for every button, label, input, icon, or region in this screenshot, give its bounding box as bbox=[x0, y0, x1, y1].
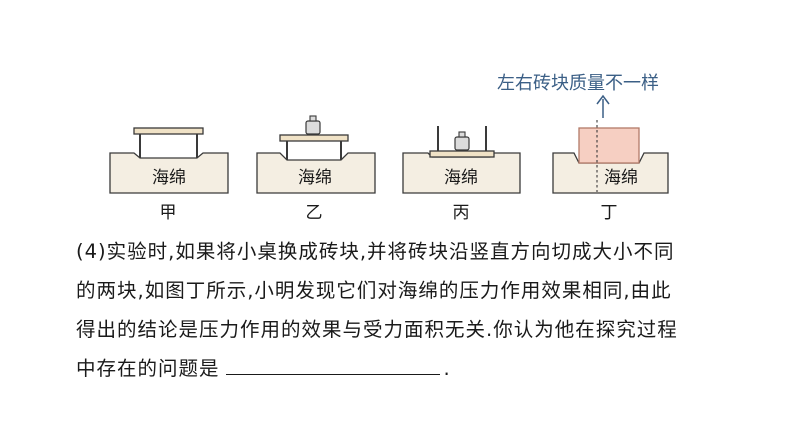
question-line-1: (4)实验时,如果将小桌换成砖块,并将砖块沿竖直方向切成大小不同 bbox=[76, 240, 675, 263]
sponge-jia bbox=[109, 152, 229, 194]
answer-blank[interactable] bbox=[225, 352, 440, 375]
panel-yi: 海绵 乙 bbox=[256, 115, 376, 223]
question-line-4: 中存在的问题是. bbox=[76, 349, 736, 388]
question-line-4-text: 中存在的问题是 bbox=[76, 357, 220, 380]
table-top-jia bbox=[133, 127, 204, 135]
annotation-arrowhead bbox=[596, 94, 610, 105]
sponge-label-ding: 海绵 bbox=[604, 168, 638, 188]
weight-knob bbox=[309, 115, 317, 122]
panel-ding: 海绵 丁 bbox=[552, 120, 669, 223]
caption-yi: 乙 bbox=[306, 203, 323, 223]
sponge-label-yi: 海绵 bbox=[298, 168, 332, 188]
weight-bing bbox=[454, 136, 470, 151]
question-line-3: 得出的结论是压力作用的效果与受力面积无关.你认为他在探究过程 bbox=[76, 318, 678, 341]
brick-ding bbox=[578, 127, 640, 164]
experiment-figure: 左右砖块质量不一样 海绵 甲 海绵 乙 海绵 丙 海绵 丁 bbox=[109, 73, 669, 223]
caption-ding: 丁 bbox=[601, 203, 618, 223]
caption-jia: 甲 bbox=[160, 203, 177, 223]
annotation-text: 左右砖块质量不一样 bbox=[497, 73, 659, 94]
caption-bing: 丙 bbox=[453, 203, 470, 223]
panel-bing: 海绵 丙 bbox=[402, 126, 521, 223]
question-line-2: 的两块,如图丁所示,小明发现它们对海绵的压力作用效果相同,由此 bbox=[76, 279, 672, 302]
sponge-label-bing: 海绵 bbox=[444, 168, 478, 188]
panel-jia: 海绵 甲 bbox=[109, 127, 229, 223]
weight-yi bbox=[305, 120, 321, 135]
question-4: (4)实验时,如果将小桌换成砖块,并将砖块沿竖直方向切成大小不同 的两块,如图丁… bbox=[76, 232, 736, 388]
sponge-label-jia: 海绵 bbox=[152, 168, 186, 188]
weight-knob bbox=[458, 131, 466, 138]
table-top-bing bbox=[429, 150, 495, 158]
table-top-yi bbox=[279, 134, 349, 142]
sponge-yi bbox=[256, 152, 376, 194]
question-ending: . bbox=[443, 357, 451, 380]
